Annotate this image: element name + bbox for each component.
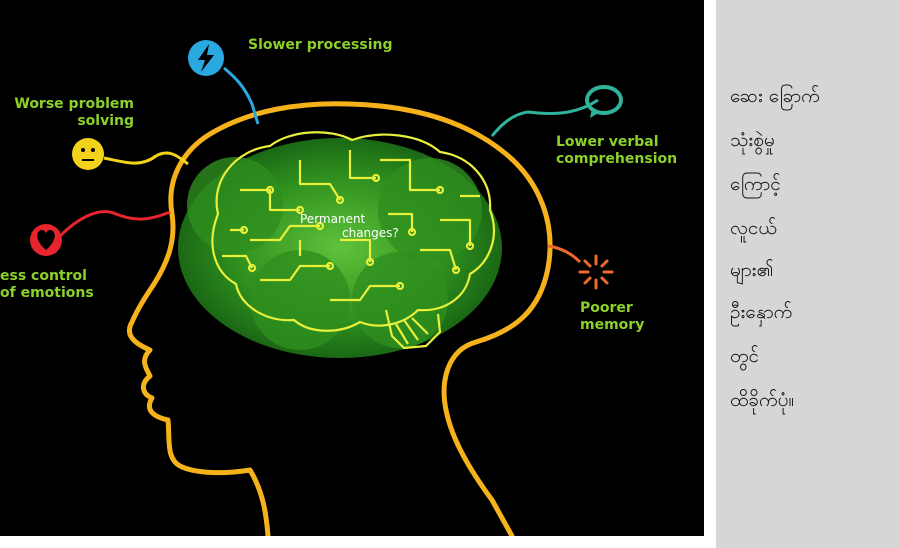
caption-line: များ၏ (730, 259, 774, 281)
head-outline (126, 101, 553, 536)
divider (704, 0, 716, 548)
brain-circuit (211, 131, 495, 350)
connector-emotions (58, 210, 171, 238)
caption-line: ဆေး ခြောက် (730, 85, 820, 107)
brain-illustration: Slower processing Worse problem solving … (0, 0, 704, 536)
label-brain-center: Permanent changes? (300, 212, 399, 240)
label-poorer-memory: Poorer memory (580, 300, 645, 333)
caption-line: ကြောင့် (730, 173, 781, 195)
label-worse-problem-solving: Worse problem solving (14, 96, 134, 129)
head-diagram (30, 40, 623, 536)
label-less-control-of-emotions: ess control of emotions (0, 268, 94, 301)
connector-slower-processing (223, 66, 260, 125)
caption-line: ဦးနှောက် (730, 301, 793, 323)
caption-line: သုံးစွဲမှု (730, 129, 775, 151)
caption-panel: ဆေး ခြောက် သုံးစွဲမှု ကြောင့် လူငယ် များ… (716, 0, 900, 548)
connector-memory (547, 244, 582, 264)
heart-icon (30, 224, 62, 256)
puzzle-face-icon (72, 138, 104, 170)
label-lower-verbal-comprehension: Lower verbal comprehension (556, 134, 678, 167)
caption-line: တွင် (730, 345, 760, 367)
caption-line: ထိခိုက်ပုံ။ (730, 389, 795, 411)
burst-icon (578, 254, 614, 290)
caption-line: လူငယ် (730, 217, 777, 239)
connector-verbal (490, 98, 599, 137)
connector-problem-solving (103, 151, 189, 166)
lightning-bolt-icon (188, 40, 224, 76)
label-slower-processing: Slower processing (248, 37, 393, 53)
speech-bubble-icon (585, 85, 623, 118)
